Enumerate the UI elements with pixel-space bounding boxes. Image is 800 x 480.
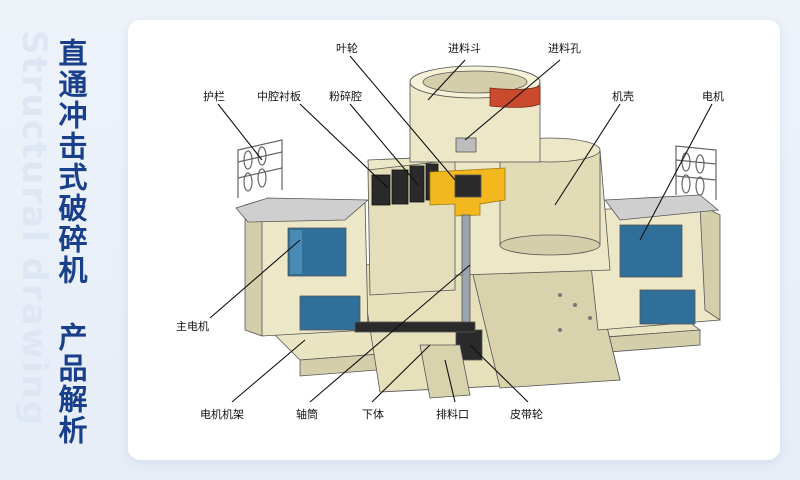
crusher-machine <box>235 65 721 399</box>
leader-impeller <box>349 55 456 181</box>
leader-lower-body <box>371 344 431 403</box>
leader-main-motor <box>209 239 301 319</box>
leader-feed-hole <box>464 59 561 141</box>
label-motor: 电机 <box>702 89 724 103</box>
label-impeller: 叶轮 <box>336 41 358 55</box>
label-discharge-port: 排料口 <box>436 407 469 421</box>
label-casing: 机壳 <box>612 89 634 103</box>
leader-pulley <box>469 344 529 403</box>
label-feed-hole: 进料孔 <box>548 41 581 55</box>
page-title: 直通冲击式破碎机 产品解析 <box>54 38 88 446</box>
leader-crushing-chamber <box>349 103 419 186</box>
watermark-text: Structural drawing <box>14 30 54 428</box>
leader-cavity-liner <box>299 103 389 189</box>
leader-lines <box>209 55 713 403</box>
label-motor-frame: 电机机架 <box>200 407 244 421</box>
label-cavity-liner: 中腔衬板 <box>257 89 301 103</box>
label-lower-body: 下体 <box>362 407 384 421</box>
leader-bearing-cylinder <box>309 264 471 403</box>
leader-discharge-port <box>444 359 456 403</box>
leader-motor-frame <box>231 339 306 403</box>
leader-motor <box>639 103 713 241</box>
leader-feed-hopper <box>427 59 466 101</box>
label-guardrail: 护栏 <box>203 89 225 103</box>
part-labels: 叶轮 进料斗 进料孔 护栏 中腔衬板 粉碎腔 机壳 电机 主电机 电机机架 轴筒… <box>176 41 724 421</box>
label-bearing-cylinder: 轴筒 <box>296 407 318 421</box>
label-crushing-chamber: 粉碎腔 <box>329 89 362 103</box>
leader-casing <box>554 103 621 206</box>
label-feed-hopper: 进料斗 <box>448 41 481 55</box>
label-main-motor: 主电机 <box>176 319 209 333</box>
leader-guardrail <box>217 103 263 161</box>
label-pulley: 皮带轮 <box>510 407 543 421</box>
